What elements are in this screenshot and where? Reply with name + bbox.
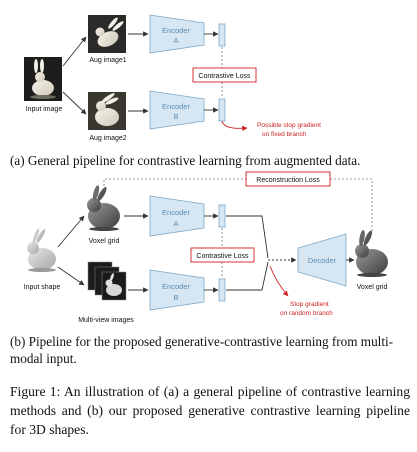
arrow-to-multiview — [57, 266, 85, 286]
contrastive-loss-label-b: Contrastive Loss — [196, 253, 249, 260]
reconstruction-loop-right — [330, 178, 373, 232]
reconstruction-loop-left — [103, 178, 246, 190]
panel-b: Input shape Voxel grid Multi-view images — [24, 171, 388, 324]
reconstruction-loss-label: Reconstruction Loss — [256, 177, 320, 184]
stop-gradient-arrow-a — [221, 120, 248, 132]
feature-vector-b-b — [218, 278, 226, 302]
encoder-b-shape — [149, 90, 205, 130]
encoder-b-label-b-line1: Encoder — [162, 282, 190, 291]
feature-vector-a — [218, 23, 226, 47]
aug-image1-label: Aug image1 — [89, 57, 126, 64]
reconstruction-loss-box — [245, 171, 331, 187]
multiview-images-thumbnail — [87, 261, 127, 301]
arrow-to-aug2 — [62, 91, 87, 115]
encoder-a-label-line2: A — [173, 36, 178, 45]
subcaption-a: (a) General pipeline for contrastive lea… — [10, 153, 361, 168]
encoder-a-label-b-line1: Encoder — [162, 208, 190, 217]
encoder-a-shape-b — [149, 195, 205, 237]
subcaption-b: (b) Pipeline for the proposed generative… — [10, 334, 394, 366]
encoder-b-shape-b — [149, 269, 205, 311]
contrastive-loss-label: Contrastive Loss — [198, 73, 251, 80]
output-voxel-grid-label: Voxel grid — [357, 284, 388, 291]
contrastive-loss-box — [192, 67, 257, 83]
stop-gradient-label-b-line2: on random branch — [280, 310, 333, 317]
stop-gradient-label-a-line1: Possible stop gradient — [257, 122, 321, 129]
voxel-grid-thumbnail — [87, 185, 120, 231]
arrow-to-aug1 — [62, 36, 87, 67]
input-image-thumbnail — [24, 57, 62, 101]
encoder-b-label-line2: B — [173, 112, 178, 121]
contrastive-loss-box-b — [190, 247, 255, 263]
panel-a: Input image Aug image1 Aug image2 Encode… — [24, 14, 321, 142]
feature-a-to-decoder — [226, 215, 269, 259]
encoder-a-shape — [149, 14, 205, 54]
decoder-shape — [297, 233, 347, 287]
arrow-to-voxel-grid — [57, 215, 85, 248]
decoder-label: Decoder — [308, 256, 337, 265]
stop-gradient-label-b-line1: Stop gradient — [290, 301, 329, 308]
voxel-grid-label: Voxel grid — [89, 238, 120, 245]
encoder-b-label-b-line2: B — [173, 293, 178, 302]
figure-caption: Figure 1: An illustration of (a) a gener… — [10, 384, 410, 437]
encoder-a-label-b-line2: A — [173, 219, 178, 228]
aug-image2-thumbnail — [88, 92, 126, 130]
aug-image1-thumbnail — [88, 15, 126, 53]
input-shape-label: Input shape — [24, 284, 61, 291]
input-shape-thumbnail — [27, 228, 56, 272]
input-image-label: Input image — [26, 106, 63, 113]
multiview-images-label: Multi-view images — [78, 317, 134, 324]
output-voxel-grid-thumbnail — [355, 230, 388, 277]
aug-image2-label: Aug image2 — [89, 135, 126, 142]
encoder-a-label-line1: Encoder — [162, 26, 190, 35]
stop-gradient-arrow-b — [269, 265, 289, 297]
stop-gradient-label-a-line2: on fixed branch — [262, 131, 307, 138]
encoder-b-label-line1: Encoder — [162, 102, 190, 111]
feature-vector-a-b — [218, 204, 226, 228]
feature-vector-b — [218, 98, 226, 122]
feature-b-to-decoder — [226, 261, 269, 291]
